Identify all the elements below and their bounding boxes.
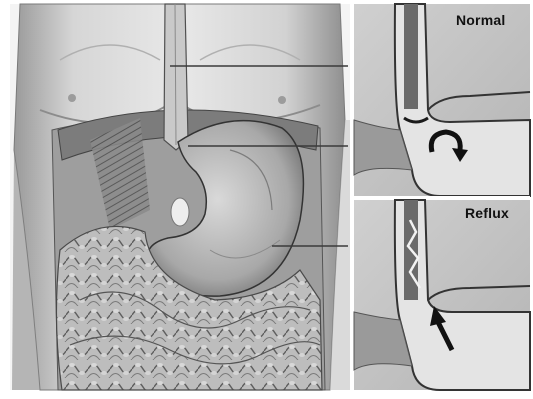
left-nipple (68, 94, 76, 102)
normal-label: Normal (456, 12, 505, 28)
right-nipple (278, 96, 286, 104)
panel-divider-vertical (350, 4, 354, 390)
reflux-panel (354, 200, 530, 390)
torso-panel (10, 4, 352, 390)
normal-panel (354, 4, 530, 196)
reflux-label: Reflux (465, 205, 509, 221)
panel-divider-horizontal (354, 196, 530, 200)
